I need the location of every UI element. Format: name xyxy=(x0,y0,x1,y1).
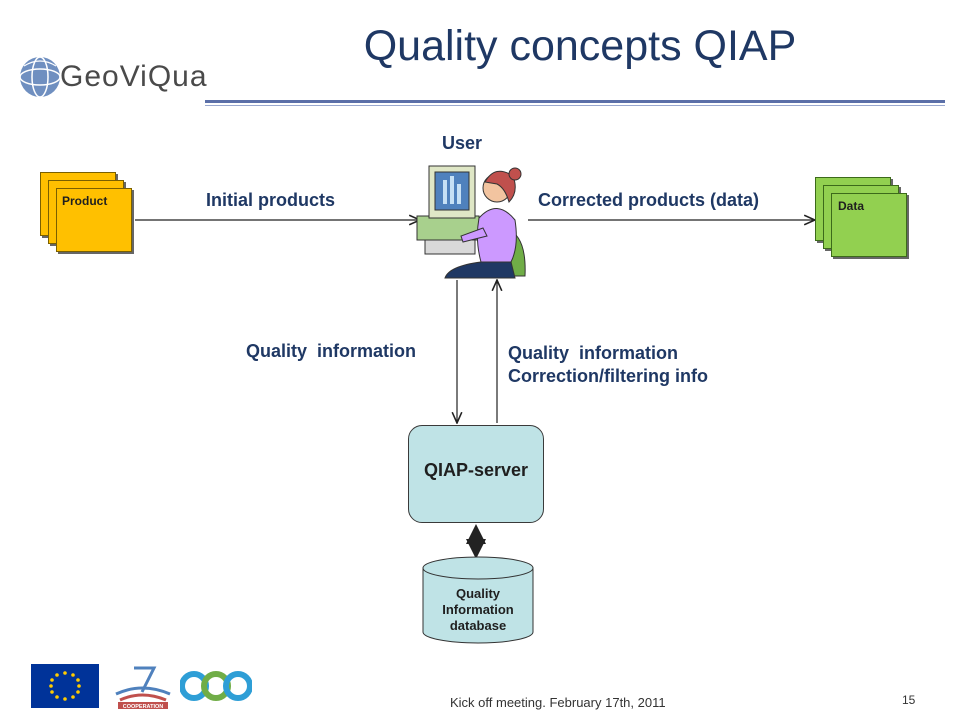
qiap-server-box xyxy=(408,425,544,523)
user-at-computer-icon xyxy=(416,165,526,279)
database-cylinder-icon xyxy=(422,556,534,644)
header-divider xyxy=(205,100,945,103)
footer-text: Kick off meeting. February 17th, 2011 xyxy=(450,695,666,710)
quality-info-left-label: Quality information xyxy=(246,341,417,361)
user-label: User xyxy=(442,133,483,153)
initial-products-label: Initial products xyxy=(206,190,336,210)
database-label-line1: Quality xyxy=(455,586,501,601)
geo-logo-text: GEO xyxy=(212,700,221,705)
globe-icon xyxy=(19,56,61,98)
fp7-logo: COOPERATION xyxy=(115,666,171,710)
correction-filtering-label: Correction/filtering info xyxy=(508,366,708,386)
product-doc-front xyxy=(56,188,132,252)
page-number: 15 xyxy=(902,693,916,707)
header-divider-thin xyxy=(205,105,945,106)
corrected-products-label: Corrected products (data) xyxy=(538,190,760,210)
database-label-line2: Information xyxy=(442,602,514,617)
slide-title: Quality concepts QIAP xyxy=(363,22,797,70)
geoviqua-logo xyxy=(18,52,208,102)
qiap-server-label: QIAP-server xyxy=(423,460,529,480)
quality-info-right-label: Quality information xyxy=(508,343,679,363)
geo-logo: GEO xyxy=(180,671,252,705)
eu-flag-logo xyxy=(31,664,99,708)
fp7-logo-text: COOPERATION xyxy=(123,704,164,710)
product-doc-label: Product xyxy=(62,194,108,208)
logo-text: GeoViQua xyxy=(60,60,208,93)
database-label: Quality Information database xyxy=(423,586,533,634)
database-label-line3: database xyxy=(449,618,507,633)
data-doc-label: Data xyxy=(838,199,865,213)
data-doc-front xyxy=(831,193,907,257)
